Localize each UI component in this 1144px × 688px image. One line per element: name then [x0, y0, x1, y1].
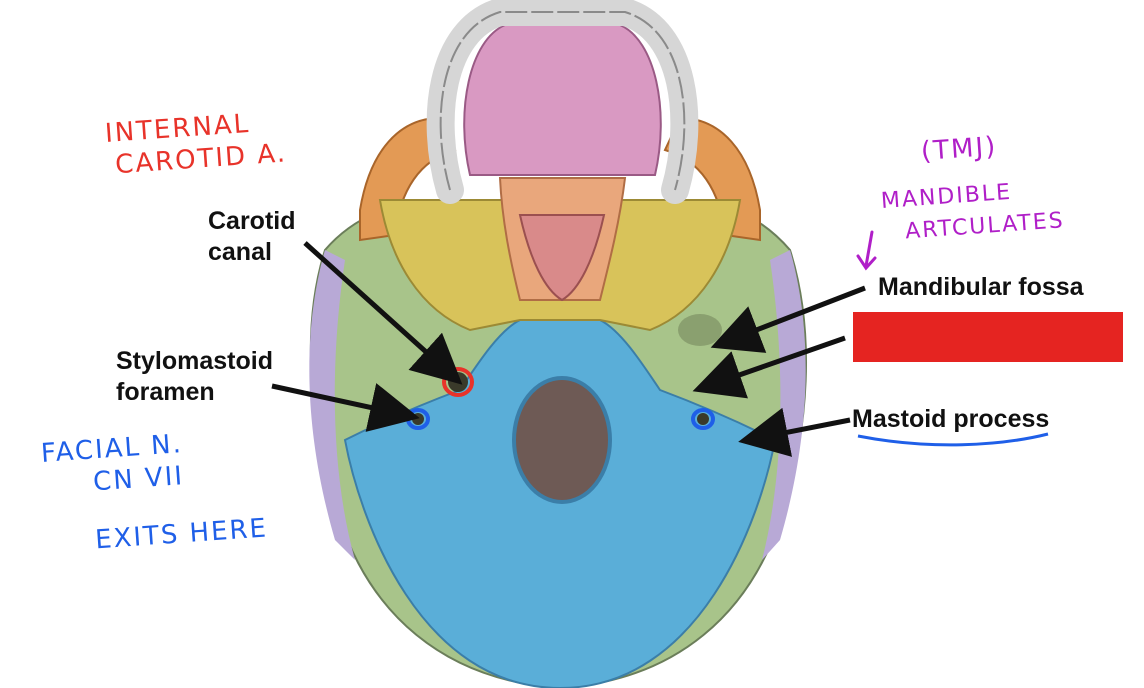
carotid-canal-line-1: Carotid: [208, 207, 296, 235]
mastoid-process-arrow: [738, 407, 851, 457]
mastoid-process-label: Mastoid process: [852, 405, 1050, 433]
stylomastoid-arrow: [271, 383, 420, 432]
stylomastoid-line-2: foramen: [116, 378, 215, 406]
tmj-note: (TMJ): [920, 131, 999, 167]
stylomastoid-foramen-left: [412, 413, 424, 425]
maxilla-palate: [463, 24, 662, 176]
carotid-canal-line-2: canal: [208, 238, 272, 266]
carotid-canal-label: Carotid canal: [208, 206, 296, 268]
facial-nerve-note: FACIAL N. CN VII EXITS HERE: [40, 423, 269, 560]
upper-teeth-outline: [439, 11, 686, 191]
foramen-magnum: [512, 376, 612, 504]
redacted-arrow: [692, 335, 846, 399]
stylomastoid-blue-circle-right: [691, 408, 715, 430]
internal-carotid-note: INTERNAL CAROTID A.: [104, 105, 288, 181]
stylomastoid-foramen-right: [697, 413, 709, 425]
parietal-right: [762, 250, 806, 560]
mandible-articulates-note: MANDIBLE ARTCULATES: [880, 173, 1066, 250]
choanae: [518, 214, 606, 302]
handwritten-down-arrow: [856, 230, 877, 271]
mandibular-fossa-arrow: [710, 285, 866, 353]
mandibular-fossa-label: Mandibular fossa: [878, 273, 1084, 301]
carotid-canal-arrow: [303, 241, 463, 385]
mandibular-fossa-shape: [678, 314, 722, 346]
stylomastoid-foramen-label: Stylomastoid foramen: [116, 346, 273, 408]
redacted-label-box: [853, 312, 1123, 362]
parietal-left: [309, 250, 355, 560]
stylomastoid-line-1: Stylomastoid: [116, 347, 273, 375]
mastoid-underline: [857, 432, 1049, 447]
